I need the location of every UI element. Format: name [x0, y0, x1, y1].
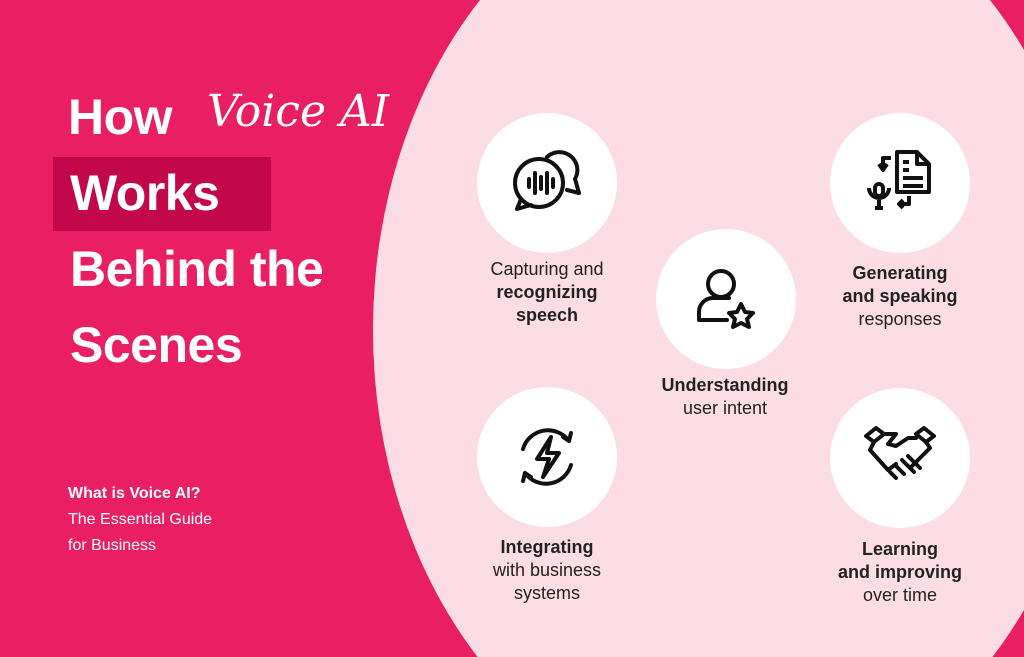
user-star-icon: [697, 269, 755, 329]
step-5-circle: [830, 388, 970, 528]
step-3-circle: [830, 113, 970, 253]
handshake-icon: [864, 426, 936, 480]
title-works: Works: [70, 165, 220, 221]
guide-title: What is Voice AI?: [68, 485, 201, 502]
mic-document-icon: [867, 150, 931, 210]
title-scenes: Scenes: [70, 317, 243, 373]
guide-subtitle-2: for Business: [68, 537, 157, 554]
step-4-circle: [477, 387, 617, 527]
speech-bubbles-icon: [513, 150, 581, 211]
step-1-circle: [477, 113, 617, 253]
sync-lightning-icon: [521, 428, 573, 486]
title-voice-ai: Voice AI: [207, 86, 390, 137]
guide-subtitle-1: The Essential Guide: [68, 511, 213, 528]
step-2-circle: [656, 229, 796, 369]
title-highlight-box: [53, 157, 271, 231]
title-how: How: [68, 89, 173, 145]
title-behind-the: Behind the: [70, 241, 324, 297]
